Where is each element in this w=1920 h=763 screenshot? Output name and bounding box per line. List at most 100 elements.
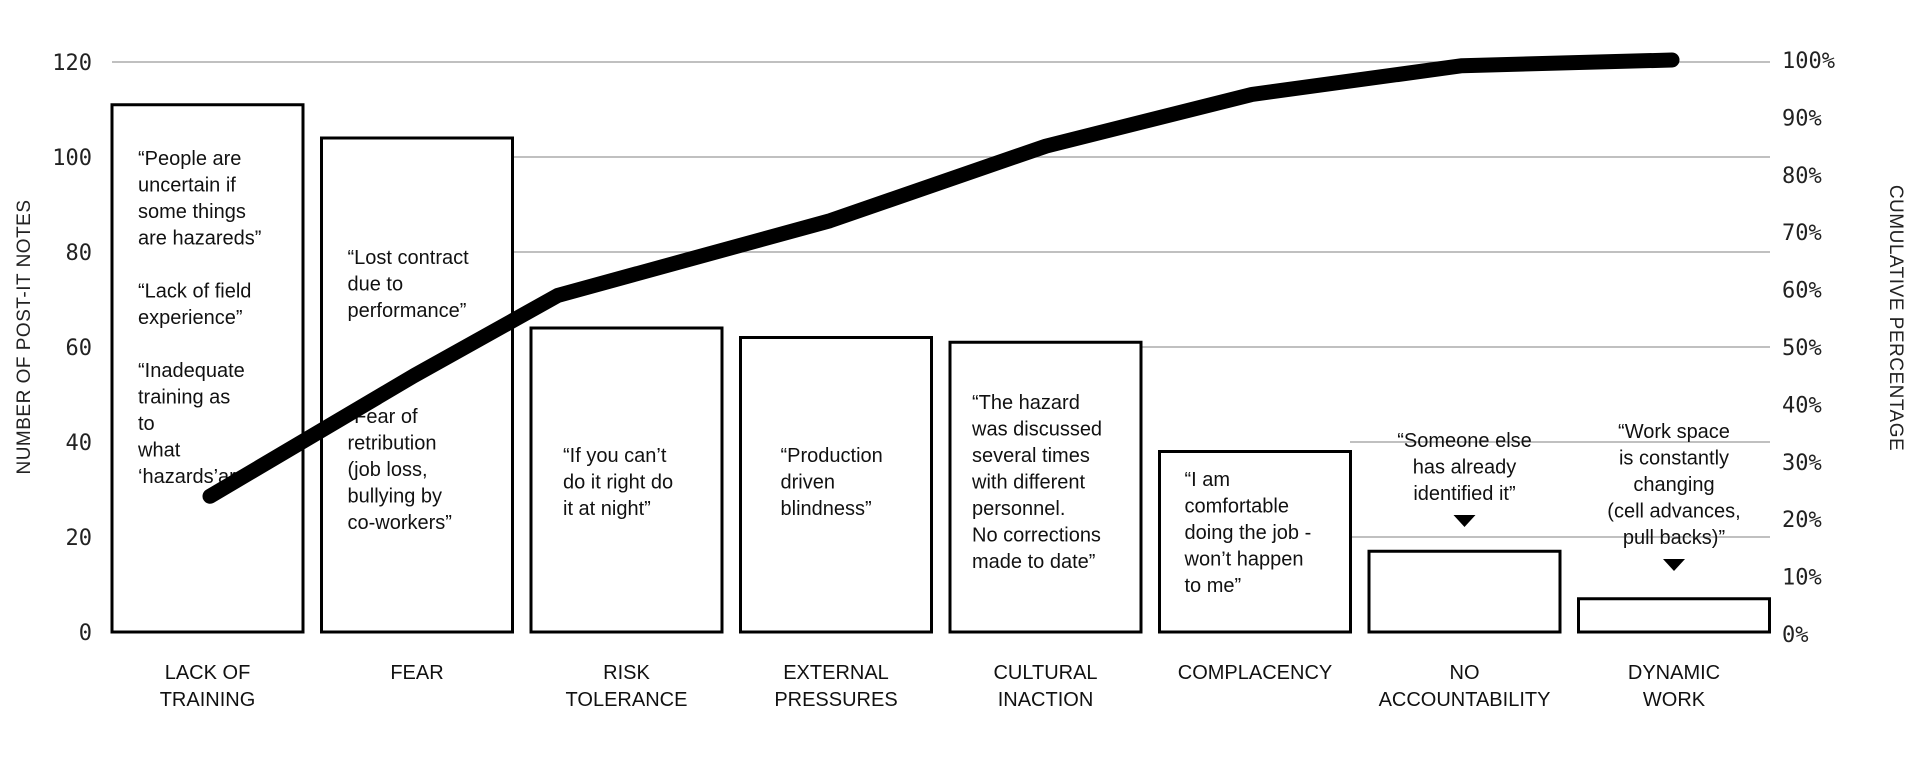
category-label-line: FEAR [390,662,443,684]
annotation-line: “Production [781,445,883,467]
bar-annotation: “I am comfortable doing the job - won’t hap… [1184,469,1312,597]
y2-axis-ticks: 0%10%20%30%40%50%60%70%80%90%100% [1782,49,1835,648]
y2-tick-label: 40% [1782,393,1822,418]
y2-tick-label: 50% [1782,336,1822,361]
annotation-line: changing [1633,474,1714,496]
annotation-line: due to [348,274,404,296]
annotation-line: some things [138,201,246,223]
annotation-line: driven [781,472,835,494]
bar [1367,549,1562,634]
annotation-line: with different [971,472,1085,494]
category-label-line: ACCOUNTABILITY [1379,689,1551,711]
category-label-line: DYNAMIC [1628,662,1720,684]
bar-annotation: “Production driven blindness” [781,445,883,520]
annotation-line: to [138,413,155,435]
annotation-line: retribution [348,433,437,455]
annotation-line [138,334,144,356]
category-label-line: EXTERNAL [783,662,889,684]
category-label-line: NO [1450,662,1480,684]
annotation-line: No corrections [972,525,1101,547]
annotation-line: “I am [1185,469,1231,491]
category-label: NO ACCOUNTABILITY [1379,662,1551,711]
category-label-line: COMPLACENCY [1178,662,1332,684]
bar [739,336,933,634]
annotation-line: personnel. [972,498,1065,520]
y2-tick-label: 60% [1782,279,1822,304]
annotation-line: what [137,440,181,462]
bar [1158,450,1352,634]
cumulative-percentage-line [202,52,1680,504]
y2-tick-label: 100% [1782,49,1835,74]
category-label: COMPLACENCY [1178,662,1332,684]
annotation-line [138,254,144,276]
annotation-line: blindness” [781,498,872,520]
annotation-line: “The hazard [972,392,1080,414]
y2-tick-label: 90% [1782,106,1822,131]
bars [110,103,1771,634]
annotation-line [348,327,354,349]
bar [110,103,305,634]
bar [320,136,514,634]
annotation-line: made to date” [972,551,1095,573]
category-label-line: TOLERANCE [566,689,688,711]
annotation-line: is constantly [1619,448,1729,470]
y2-tick-label: 70% [1782,221,1822,246]
y-tick-label: 0 [79,621,92,646]
category-label-line: RISK [603,662,650,684]
category-label-line: PRESSURES [774,689,897,711]
annotation-line: performance” [348,300,467,322]
annotation-line: doing the job - [1185,522,1312,544]
category-label-line: LACK OF [165,662,251,684]
annotation-line: “People are [138,148,241,170]
bar-annotation: “The hazard was discussed several times wit… [971,392,1102,573]
y-tick-label: 20 [66,526,93,551]
pointer-arrow-icon [1663,559,1685,571]
annotation-line: identified it” [1413,483,1515,505]
category-label: EXTERNAL PRESSURES [774,662,897,711]
category-label-line: INACTION [998,689,1094,711]
category-label-line: WORK [1643,689,1706,711]
y-axis-title: NUMBER OF POST-IT NOTES [14,199,35,474]
annotation-line: pull backs)” [1623,527,1725,549]
annotation-line: won’t happen [1184,549,1304,571]
annotation-line: has already [1413,457,1516,479]
annotation-line: “If you can’t [563,445,667,467]
bar [948,340,1143,634]
annotation-line: several times [972,445,1090,467]
annotation-line: bullying by [348,486,443,508]
annotation-line: “Work space [1618,421,1730,443]
y2-tick-label: 0% [1782,623,1809,648]
bar [1577,597,1771,634]
annotation-line: was discussed [971,419,1102,441]
y-tick-label: 120 [52,51,92,76]
y-tick-label: 60 [66,336,93,361]
annotation-line: (cell advances, [1607,501,1740,523]
annotation-line: (job loss, [348,459,428,481]
annotation-line: it at night” [563,498,651,520]
y-tick-label: 80 [66,241,93,266]
y2-tick-label: 30% [1782,451,1822,476]
annotation-line: are hazareds” [138,228,261,250]
bar-annotation: “Work space is constantly changing (cell ad… [1607,421,1740,549]
bar-annotations: “People are uncertain if some things are ha… [137,148,1741,597]
annotation-line: do it right do [563,472,673,494]
annotation-line: “Lack of field [138,281,251,303]
y2-tick-label: 80% [1782,164,1822,189]
y-tick-label: 100 [52,146,92,171]
annotation-line [348,380,354,402]
y2-tick-label: 20% [1782,508,1822,533]
annotation-line: experience” [138,307,243,329]
annotation-line: uncertain if [138,175,236,197]
pointer-arrow-icon [1453,515,1476,527]
annotation-line: co-workers” [348,512,452,534]
cumulative-line-group [202,52,1680,504]
annotation-line: comfortable [1185,496,1290,518]
category-label: FEAR [390,662,443,684]
